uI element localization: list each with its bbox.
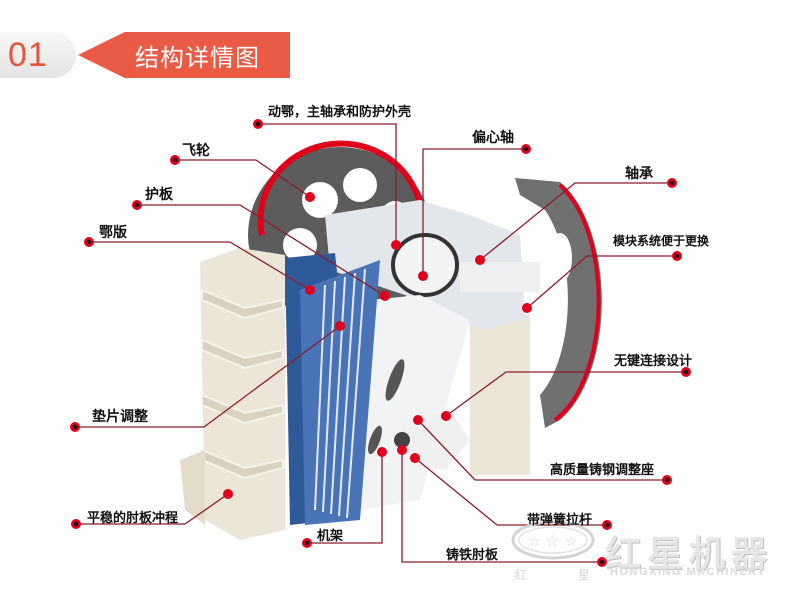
label-moving-jaw: 动鄂，主轴承和防护外壳 — [268, 105, 412, 120]
jaw-plates — [285, 253, 380, 525]
svg-text:☆: ☆ — [545, 531, 559, 550]
label-guard-plate: 护板 — [145, 187, 173, 203]
label-stable-toggle-stroke: 平稳的肘板冲程 — [87, 511, 179, 526]
label-spring-tie-rod: 带弹簧拉杆 — [527, 513, 593, 528]
logo-text-cn: 红星机器 — [605, 534, 774, 575]
frame-left — [180, 248, 285, 540]
label-shim-adjustment: 垫片调整 — [92, 409, 148, 425]
label-bearing: 轴承 — [625, 166, 653, 182]
frame-right — [470, 315, 530, 475]
label-cast-iron-toggle: 铸铁肘板 — [446, 548, 499, 563]
section-header: 01 结构详情图 — [0, 30, 290, 82]
label-markers — [70, 119, 691, 567]
logo-text-en: HONGXING MACHINERY — [610, 566, 767, 578]
label-modular-system: 模块系统便于更换 — [613, 234, 710, 248]
label-steel-adjust-seat: 高质量铸钢调整座 — [550, 463, 655, 478]
label-jaw-plate: 鄂版 — [99, 225, 127, 241]
label-flywheel: 飞轮 — [182, 143, 210, 159]
part-markers — [223, 192, 532, 499]
logo-small-left: 红 — [515, 568, 528, 582]
section-title: 结构详情图 — [135, 44, 260, 72]
title-band — [78, 32, 290, 78]
svg-text:☆: ☆ — [528, 534, 541, 550]
svg-text:☆: ☆ — [565, 534, 578, 550]
leader-lines — [75, 123, 686, 563]
shaft-housing — [325, 200, 540, 330]
label-eccentric-shaft: 偏心轴 — [472, 130, 514, 146]
label-keyless-connection: 无键连接设计 — [614, 354, 693, 369]
logo-small-right: 星 — [578, 568, 591, 582]
logo-emblem: ☆ ☆ ☆ — [511, 520, 595, 560]
label-frame: 机架 — [317, 529, 344, 544]
right-flywheel — [515, 178, 602, 428]
section-number-pill: 01 — [0, 32, 76, 78]
section-number: 01 — [8, 36, 48, 74]
